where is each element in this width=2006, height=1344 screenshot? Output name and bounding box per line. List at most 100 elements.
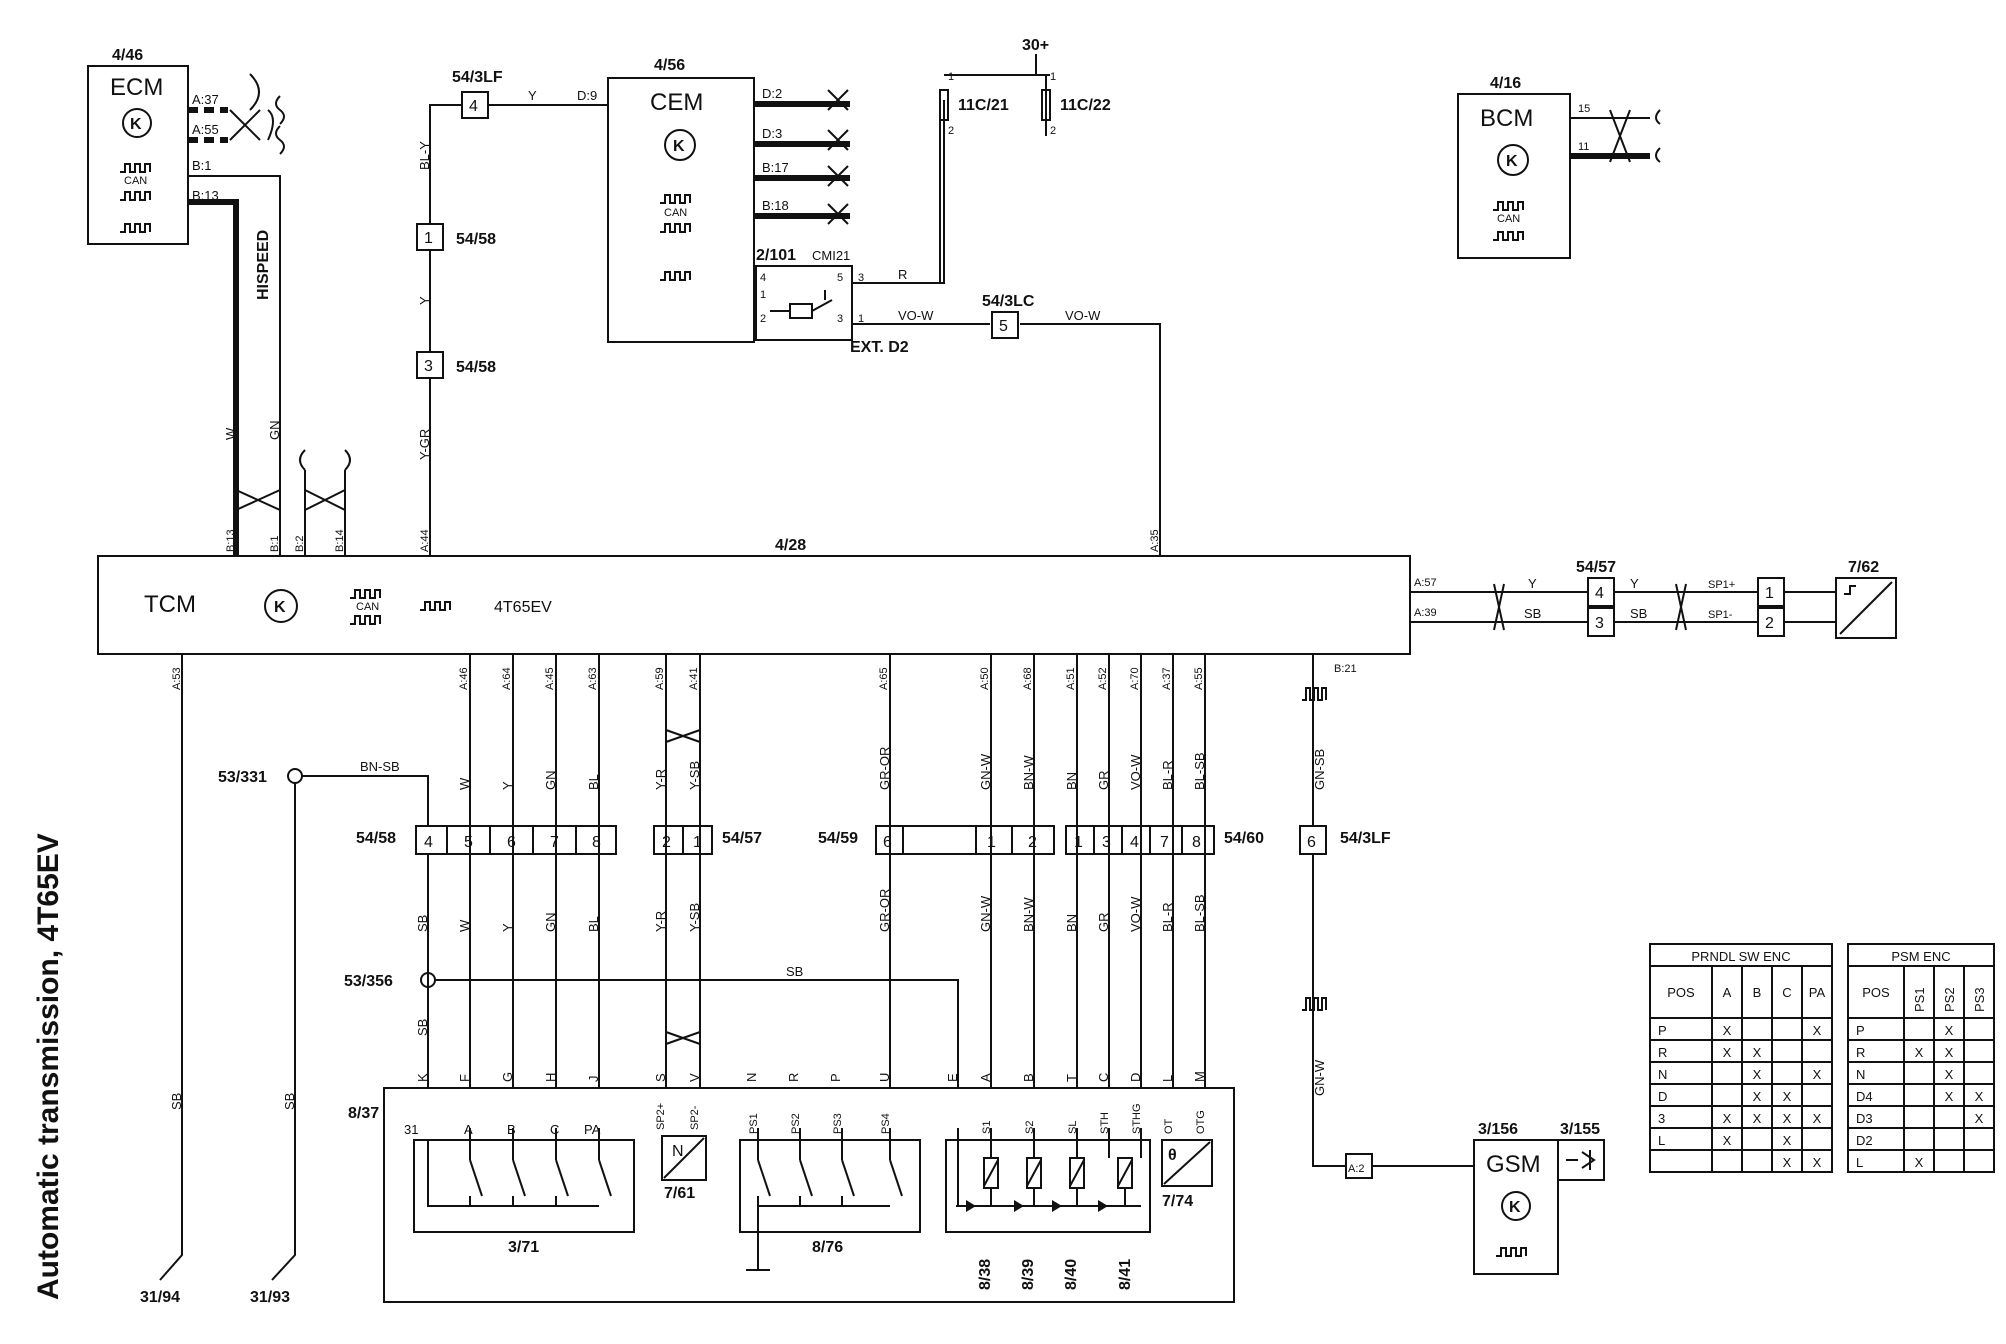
pulse-icon-lower [1302, 997, 1327, 1011]
relay-pin-3: 3 [858, 272, 864, 284]
ecm-twist-icon [229, 73, 274, 141]
tcm-pin-a44: A:44 [419, 529, 431, 552]
wire-label-vo-w-1: VO-W [898, 308, 934, 323]
wire-label-bl-l: BL [586, 916, 601, 932]
cem-ref: 4/56 [654, 57, 685, 74]
temp-sensor-diag [1163, 1141, 1211, 1185]
wire-label-bn-w-l: BN-W [1021, 897, 1036, 932]
tcm-module[interactable]: 4/28 TCM K CAN 4T65EV [97, 537, 1411, 655]
connector-54-58-b [416, 351, 444, 379]
wire-label-bl-u: BL [586, 774, 601, 790]
c54-60-pin-1: 1 [1074, 834, 1083, 851]
psm-cell: X [1945, 1045, 1954, 1060]
cem-pin-b18: B:18 [762, 198, 789, 213]
wire-label-gr-u: GR [1096, 771, 1111, 791]
wire-label-bn-l: BN [1064, 914, 1079, 932]
ecm-pulse-icon [120, 223, 151, 233]
ecm-box [87, 65, 189, 245]
prndl-cell: X [1723, 1111, 1732, 1126]
connector-54-58-row-body [415, 825, 617, 855]
wire-label-vo-w-u: VO-W [1128, 754, 1143, 790]
prndl-cell: R [1658, 1045, 1667, 1060]
wire-label-sb-l1: SB [415, 915, 430, 932]
wire-label-gn-w-gsm: GN-W [1312, 1059, 1327, 1096]
pulse-icon-upper [1302, 687, 1327, 701]
relay-box [755, 265, 853, 341]
wire-label-gn-l: GN [543, 913, 558, 933]
bcm-box [1457, 93, 1571, 259]
cem-can-icon [660, 194, 691, 204]
wire-tcm-cem-d9 [429, 104, 608, 555]
wire-tcm-ground-31-94 [159, 654, 183, 1281]
c54-58-pin-5: 5 [464, 834, 473, 851]
wire-label-sb-l2: SB [415, 1019, 430, 1036]
gsm-module[interactable]: 3/156 GSM K [1473, 1121, 1559, 1275]
relay-ref: 2/101 [756, 247, 796, 264]
connector-54-3lf-top-pin: 4 [469, 98, 478, 115]
bcm-module[interactable]: 4/16 BCM K CAN 15 11 [1457, 75, 1590, 259]
temp-sensor-7-74 [1161, 1139, 1213, 1187]
tcm-pin-a50: A:50 [979, 667, 991, 690]
cem-can-icon-2 [660, 223, 691, 233]
label-7-74: 7/74 [1162, 1193, 1193, 1210]
bcm-can-label: CAN [1497, 213, 1520, 225]
wire-splice-53-331 [271, 775, 429, 1281]
gsm-pulse-icon [1496, 1247, 1527, 1257]
can-twist-icon [235, 489, 281, 511]
diagram-title: Automatic transmission, 4T65EV [32, 833, 65, 1300]
splice-53-331 [287, 768, 303, 784]
tcm-bottom-pins: A:53 A:46 A:64 A:45 A:63 A:59 A:41 A:65 … [171, 663, 1357, 690]
connector-54-57-right-pin-b: 3 [1595, 615, 1604, 632]
c54-58-pin-8: 8 [592, 834, 601, 851]
label-54-58-b: 54/58 [456, 359, 496, 376]
psm-cell: N [1856, 1067, 1865, 1082]
wire-label-bl-sb-u: BL-SB [1192, 752, 1207, 790]
wire-splice-53-356 [435, 979, 959, 1128]
wire-label-bn-u: BN [1064, 772, 1079, 790]
tcm-pin-b2: B:2 [294, 535, 306, 552]
gsm-control-glyph: K [1509, 1199, 1521, 1216]
prndl-cell: X [1753, 1111, 1762, 1126]
label-53-331: 53/331 [218, 769, 267, 786]
sensor-7-61 [661, 1135, 707, 1181]
psm-cell: P [1856, 1023, 1865, 1038]
wire-label-y-r-u: Y-R [653, 769, 668, 790]
unit-pin-s: S [653, 1073, 668, 1082]
wire-label-sp1-plus: SP1+ [1708, 579, 1735, 591]
relay-ext-label: EXT. D2 [850, 339, 909, 356]
sensor-twist-icon [665, 729, 701, 1045]
c54-60-pin-8: 8 [1192, 834, 1201, 851]
relay-pin-3b: 3 [837, 313, 843, 325]
wires-tcm-to-unit [469, 654, 1206, 1128]
prndl-title: PRNDL SW ENC [1691, 949, 1790, 964]
tcm-can-icon-2 [350, 615, 381, 625]
c54-58-pin-6: 6 [507, 834, 516, 851]
psm-cell: D4 [1856, 1089, 1873, 1104]
cem-bus-wires [754, 101, 850, 219]
c54-58-pin-4: 4 [424, 834, 433, 851]
prndl-cell: X [1723, 1045, 1732, 1060]
wire-relay-fuse [852, 100, 941, 284]
ecm-module[interactable]: 4/46 ECM K CAN A:37 A:55 B:1 B:13 [87, 47, 219, 245]
cem-module[interactable]: 4/56 CEM K CAN D:2 D:3 B:17 B:18 [607, 57, 789, 343]
tcm-name: TCM [144, 591, 196, 618]
wire-label-w-l: W [457, 919, 472, 932]
wire-label-gn-w-l: GN-W [978, 895, 993, 932]
relay-pin-5: 5 [837, 272, 843, 284]
fuse-11c-21 [939, 89, 949, 121]
relay-name: CMI21 [812, 248, 850, 263]
cem-control-icon [664, 129, 696, 161]
tcm-pin-a65: A:65 [878, 667, 890, 690]
cem-pin-b17: B:17 [762, 160, 789, 175]
wire-label-y-sb-l: Y-SB [687, 903, 702, 932]
cem-pin-d3: D:3 [762, 126, 782, 141]
label-54-60-row: 54/60 [1224, 830, 1264, 847]
wire-label-y-sp1: Y [1630, 576, 1639, 591]
sw371-label-a: A [464, 1122, 473, 1137]
psm-cell: X [1945, 1023, 1954, 1038]
label-54-3lc: 54/3LC [982, 293, 1035, 310]
unit-pin-c: C [1096, 1073, 1111, 1082]
bcm-pin-11: 11 [1578, 141, 1589, 153]
wire-label-y-gr: Y-GR [417, 429, 432, 460]
